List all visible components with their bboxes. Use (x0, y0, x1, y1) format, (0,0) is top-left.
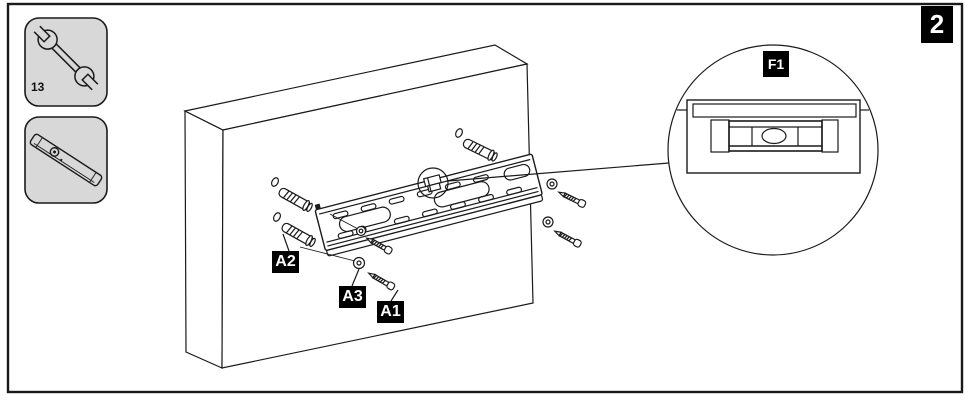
anchor-left-2 (272, 212, 316, 248)
part-label-a1: A1 (377, 301, 404, 323)
anchor-top (455, 128, 498, 162)
wrench-icon (33, 25, 99, 91)
guide-line-1 (329, 213, 359, 230)
page-frame (6, 2, 964, 394)
part-label-f1: F1 (763, 51, 789, 77)
leader-a1 (390, 289, 399, 302)
level-bubble (761, 127, 787, 145)
detail-highlight-circle (417, 167, 449, 199)
magnifier-detail (667, 44, 879, 256)
wall-side-face (184, 110, 224, 369)
leader-a2 (282, 233, 290, 252)
detail-spirit-level (710, 119, 839, 153)
step-number-badge: 2 (921, 6, 953, 43)
screw-right-2 (542, 216, 582, 248)
part-label-a3: A3 (339, 286, 366, 308)
screw-in-bracket (355, 225, 393, 255)
anchor-left-1 (270, 177, 313, 213)
detail-top-bar (692, 103, 857, 118)
wrench-size-text: 13 (31, 80, 45, 94)
magnifier-callout-line (447, 162, 670, 182)
screw-right-1 (546, 178, 587, 208)
bracket-tab (314, 203, 321, 210)
leader-a3 (351, 268, 360, 287)
level-icon (29, 133, 103, 187)
part-label-a2: A2 (272, 251, 299, 273)
magnifier-circle (667, 44, 879, 256)
tool-panel: 13 (24, 17, 108, 204)
screw-a1-with-washer-a3 (352, 256, 396, 291)
guide-line-2 (299, 246, 356, 262)
detail-bracket-profile (686, 99, 861, 174)
level-clip (422, 174, 442, 193)
